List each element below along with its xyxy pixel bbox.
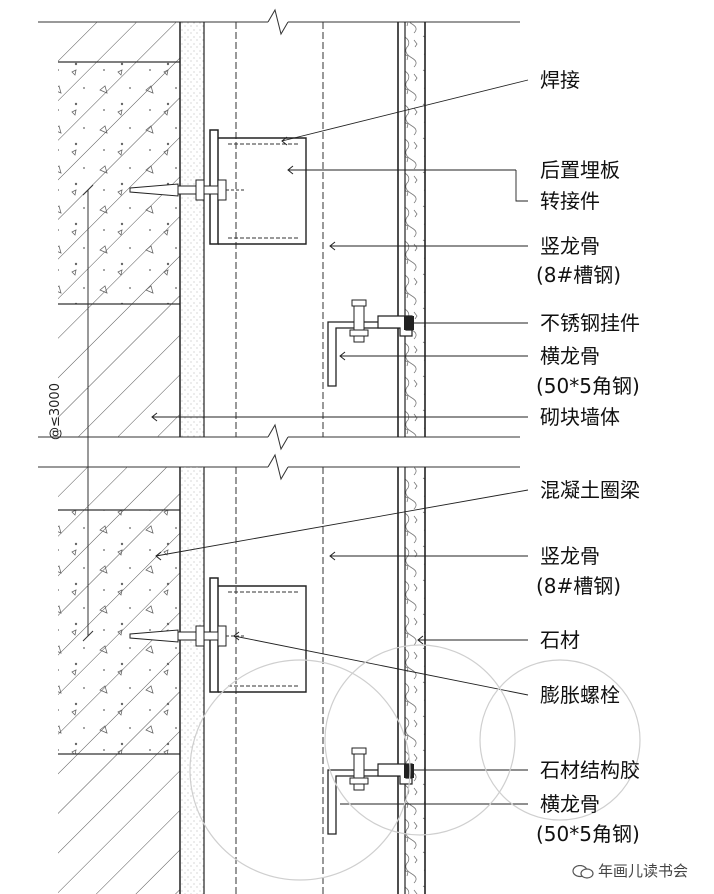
dimension-spacing-label: @≤3000 — [48, 383, 63, 440]
lower-wall-section — [58, 467, 426, 894]
label-vertical-keel-upper-spec: (8#槽钢) — [536, 263, 622, 287]
label-embedded-plate: 后置埋板 — [540, 158, 620, 182]
upper-wall-section — [58, 22, 426, 437]
background-watermark — [189, 644, 641, 881]
label-stainless-hanger: 不锈钢挂件 — [540, 311, 640, 335]
label-horizontal-keel-lower-spec: (50*5角钢) — [536, 822, 640, 846]
dimension-line — [82, 184, 94, 642]
label-vertical-keel-lower: 竖龙骨 — [540, 544, 600, 568]
watermark-text: 年画儿读书会 — [598, 862, 689, 880]
label-expansion-bolt: 膨胀螺栓 — [540, 683, 620, 707]
label-block-wall: 砌块墙体 — [540, 405, 620, 429]
label-weld: 焊接 — [540, 68, 580, 92]
leader-lines — [152, 79, 529, 805]
wechat-icon — [572, 864, 594, 879]
label-ring-beam: 混凝土圈梁 — [540, 478, 640, 502]
label-horizontal-keel-upper: 横龙骨 — [540, 344, 600, 368]
label-vertical-keel-lower-spec: (8#槽钢) — [536, 574, 622, 598]
label-horizontal-keel-upper-spec: (50*5角钢) — [536, 374, 640, 398]
label-stone-adhesive: 石材结构胶 — [540, 758, 640, 782]
watermark-account: 年画儿读书会 — [572, 860, 688, 881]
label-stone: 石材 — [540, 628, 580, 652]
label-vertical-keel-upper: 竖龙骨 — [540, 234, 600, 258]
label-adapter: 转接件 — [540, 189, 600, 213]
leader-arrows — [151, 136, 424, 645]
label-horizontal-keel-lower: 横龙骨 — [540, 792, 600, 816]
